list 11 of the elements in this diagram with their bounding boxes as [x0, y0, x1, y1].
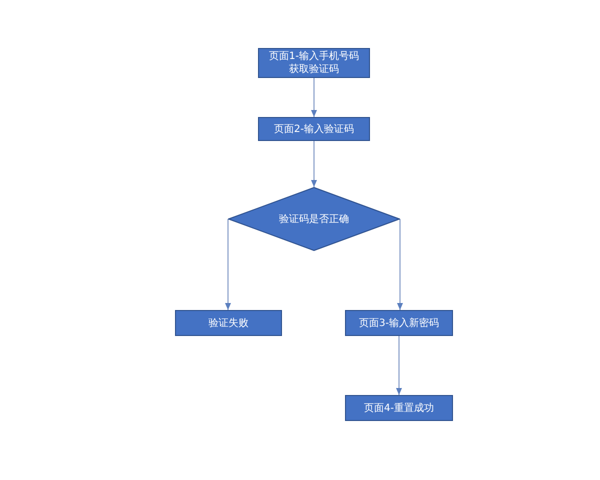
arrow — [311, 78, 317, 118]
process-box: 验证失败 — [175, 310, 282, 336]
arrow — [225, 218, 231, 310]
arrow — [311, 140, 317, 188]
process-box: 页面2-输入验证码 — [258, 117, 370, 141]
process-box: 页面4-重置成功 — [345, 395, 453, 421]
decision-diamond: 验证码是否正确 — [228, 187, 400, 251]
arrow — [396, 336, 402, 396]
process-box: 页面3-输入新密码 — [345, 310, 453, 336]
process-box: 页面1-输入手机号码获取验证码 — [258, 48, 370, 78]
arrow — [397, 218, 403, 310]
